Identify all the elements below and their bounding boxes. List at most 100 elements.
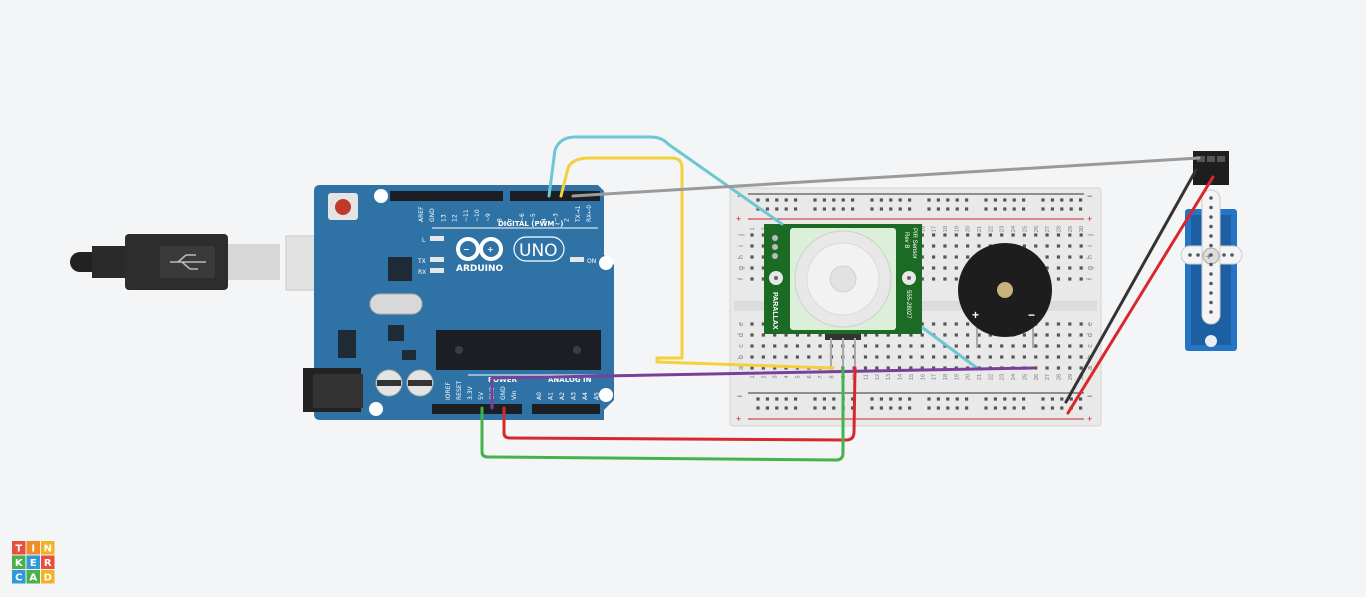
breadboard-hole[interactable] <box>822 397 826 401</box>
pir-sensor[interactable]: PARALLAX PIR Sensor Rev B 555-28027 <box>764 224 922 368</box>
breadboard-hole[interactable] <box>966 244 970 248</box>
breadboard-hole[interactable] <box>773 366 777 370</box>
breadboard-hole[interactable] <box>955 406 959 410</box>
breadboard-hole[interactable] <box>1000 344 1004 348</box>
breadboard-hole[interactable] <box>898 198 902 202</box>
breadboard-hole[interactable] <box>943 255 947 259</box>
breadboard-hole[interactable] <box>954 333 958 337</box>
breadboard-hole[interactable] <box>954 233 958 237</box>
breadboard-hole[interactable] <box>1068 333 1072 337</box>
breadboard-hole[interactable] <box>775 406 779 410</box>
breadboard-hole[interactable] <box>886 366 890 370</box>
breadboard-hole[interactable] <box>879 406 883 410</box>
wire-black-servo[interactable] <box>1064 168 1198 404</box>
breadboard-hole[interactable] <box>784 406 788 410</box>
breadboard-hole[interactable] <box>784 344 788 348</box>
breadboard-hole[interactable] <box>966 355 970 359</box>
breadboard-hole[interactable] <box>988 355 992 359</box>
breadboard-hole[interactable] <box>1079 266 1083 270</box>
breadboard-hole[interactable] <box>761 255 765 259</box>
breadboard-hole[interactable] <box>832 207 836 211</box>
breadboard-hole[interactable] <box>1022 333 1026 337</box>
breadboard-hole[interactable] <box>920 355 924 359</box>
breadboard-hole[interactable] <box>1011 344 1015 348</box>
breadboard-hole[interactable] <box>927 198 931 202</box>
breadboard-hole[interactable] <box>1045 355 1049 359</box>
breadboard-hole[interactable] <box>761 366 765 370</box>
breadboard-hole[interactable] <box>1079 277 1083 281</box>
breadboard-hole[interactable] <box>1079 397 1083 401</box>
breadboard-hole[interactable] <box>943 244 947 248</box>
breadboard-hole[interactable] <box>898 207 902 211</box>
breadboard-hole[interactable] <box>1022 198 1026 202</box>
breadboard-hole[interactable] <box>909 366 913 370</box>
breadboard-hole[interactable] <box>765 207 769 211</box>
breadboard-hole[interactable] <box>920 233 924 237</box>
breadboard-hole[interactable] <box>920 322 924 326</box>
breadboard-hole[interactable] <box>851 406 855 410</box>
breadboard-hole[interactable] <box>870 198 874 202</box>
breadboard-hole[interactable] <box>794 198 798 202</box>
breadboard-hole[interactable] <box>784 333 788 337</box>
breadboard-hole[interactable] <box>984 207 988 211</box>
breadboard-hole[interactable] <box>943 277 947 281</box>
breadboard-hole[interactable] <box>1069 207 1073 211</box>
breadboard-hole[interactable] <box>822 207 826 211</box>
breadboard-hole[interactable] <box>932 355 936 359</box>
breadboard-hole[interactable] <box>863 366 868 370</box>
breadboard-hole[interactable] <box>966 344 970 348</box>
breadboard-hole[interactable] <box>954 277 958 281</box>
wire-cyan-signal[interactable] <box>547 135 784 226</box>
breadboard-hole[interactable] <box>1022 406 1026 410</box>
breadboard-hole[interactable] <box>946 207 950 211</box>
breadboard-hole[interactable] <box>1003 406 1007 410</box>
breadboard-hole[interactable] <box>1034 333 1038 337</box>
breadboard-hole[interactable] <box>943 355 947 359</box>
breadboard-hole[interactable] <box>756 397 760 401</box>
breadboard-hole[interactable] <box>1011 355 1015 359</box>
breadboard-hole[interactable] <box>909 355 913 359</box>
breadboard-hole[interactable] <box>993 198 997 202</box>
breadboard-hole[interactable] <box>784 198 788 202</box>
breadboard-hole[interactable] <box>807 355 811 359</box>
breadboard-hole[interactable] <box>920 344 924 348</box>
breadboard-hole[interactable] <box>761 333 765 337</box>
breadboard-hole[interactable] <box>1079 355 1083 359</box>
breadboard-hole[interactable] <box>750 277 754 281</box>
breadboard-hole[interactable] <box>773 333 777 337</box>
breadboard-hole[interactable] <box>1079 406 1083 410</box>
breadboard-hole[interactable] <box>1050 198 1054 202</box>
breadboard-hole[interactable] <box>1056 266 1061 270</box>
breadboard-hole[interactable] <box>765 198 769 202</box>
breadboard-hole[interactable] <box>863 355 868 359</box>
breadboard-hole[interactable] <box>1041 397 1045 401</box>
breadboard-hole[interactable] <box>1079 366 1083 370</box>
breadboard-hole[interactable] <box>1045 266 1049 270</box>
breadboard-hole[interactable] <box>1012 207 1016 211</box>
breadboard-hole[interactable] <box>773 355 777 359</box>
breadboard-hole[interactable] <box>1041 207 1045 211</box>
breadboard-hole[interactable] <box>943 322 947 326</box>
wire-red[interactable] <box>502 366 857 442</box>
breadboard-hole[interactable] <box>1045 344 1049 348</box>
breadboard-hole[interactable] <box>761 344 765 348</box>
breadboard-hole[interactable] <box>965 207 969 211</box>
breadboard-hole[interactable] <box>761 266 765 270</box>
breadboard-hole[interactable] <box>1068 344 1072 348</box>
reset-button-cap[interactable] <box>335 199 351 215</box>
breadboard-hole[interactable] <box>832 406 836 410</box>
breadboard-hole[interactable] <box>909 333 913 337</box>
breadboard-hole[interactable] <box>954 266 958 270</box>
breadboard-hole[interactable] <box>936 406 940 410</box>
breadboard-hole[interactable] <box>977 233 981 237</box>
breadboard-hole[interactable] <box>750 244 754 248</box>
analog-header[interactable] <box>532 404 600 414</box>
breadboard-hole[interactable] <box>1060 207 1064 211</box>
breadboard-hole[interactable] <box>920 366 924 370</box>
breadboard-hole[interactable] <box>761 322 765 326</box>
breadboard-hole[interactable] <box>775 207 779 211</box>
breadboard-hole[interactable] <box>932 255 936 259</box>
breadboard-hole[interactable] <box>875 366 879 370</box>
breadboard-hole[interactable] <box>977 355 981 359</box>
breadboard-hole[interactable] <box>1056 277 1061 281</box>
